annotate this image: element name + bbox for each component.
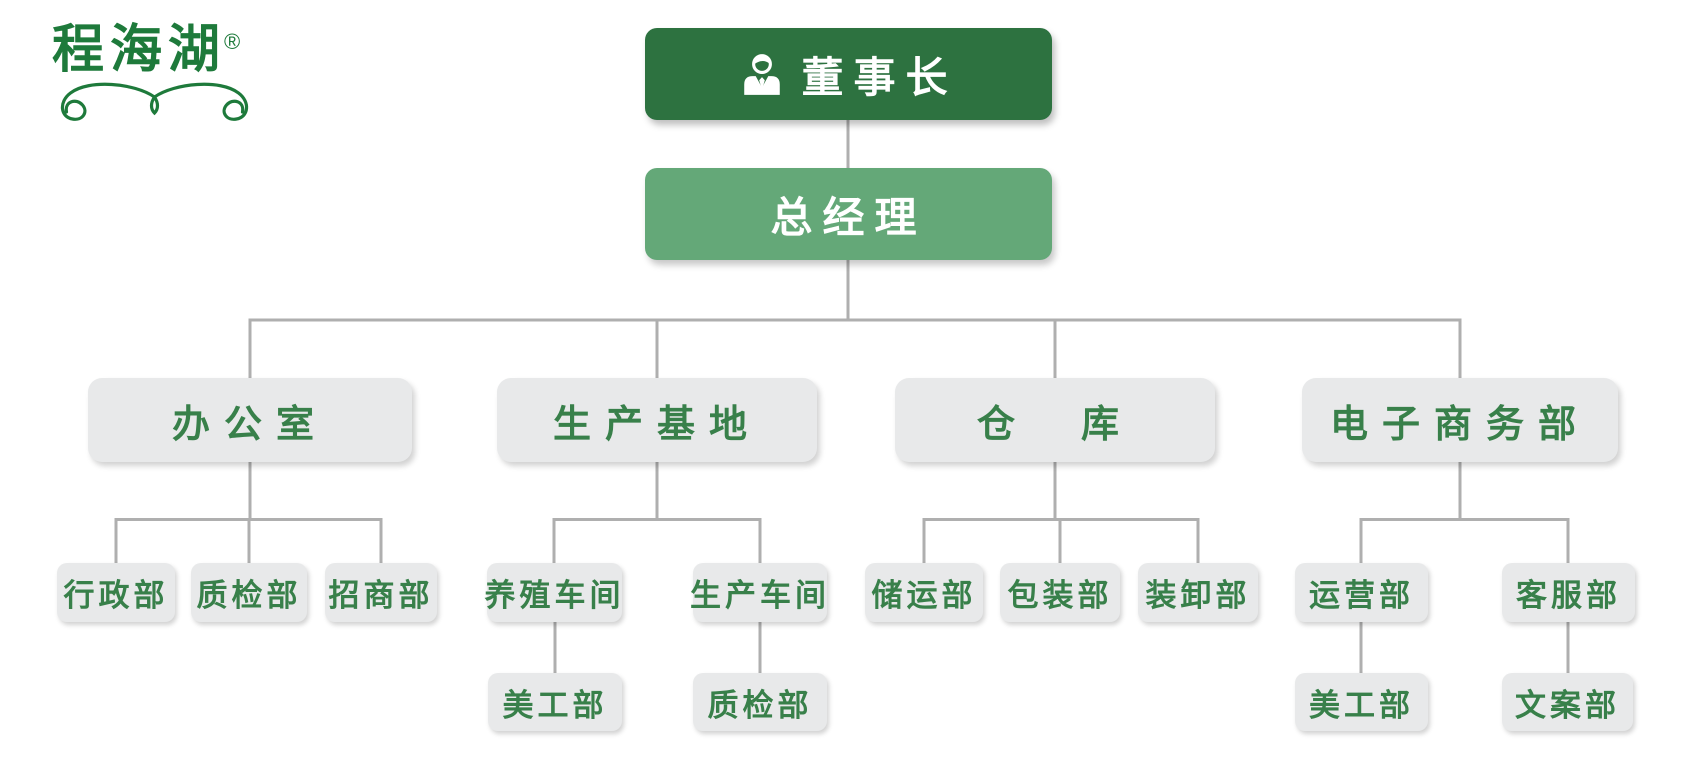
node-production-base: 生产基地 bbox=[497, 378, 817, 462]
node-chairman: 董事长 bbox=[645, 28, 1052, 120]
node-label: 包装部 bbox=[1007, 578, 1113, 613]
registered-trademark-icon: ® bbox=[224, 28, 241, 54]
logo-flourish-icon bbox=[60, 82, 249, 122]
node-art-dept-operations: 美工部 bbox=[1295, 673, 1428, 731]
node-office: 办公室 bbox=[88, 378, 412, 462]
node-label: 行政部 bbox=[63, 578, 169, 613]
node-label: 美工部 bbox=[1309, 687, 1414, 723]
node-quality-dept-office: 质检部 bbox=[191, 563, 307, 622]
node-copywriting-dept: 文案部 bbox=[1502, 673, 1633, 731]
node-investment-dept: 招商部 bbox=[325, 563, 437, 622]
node-label: 生产车间 bbox=[690, 578, 830, 613]
node-admin-dept: 行政部 bbox=[57, 563, 175, 622]
node-art-dept-breeding: 美工部 bbox=[488, 673, 622, 731]
node-label: 电子商务部 bbox=[1329, 403, 1590, 446]
node-label: 质检部 bbox=[196, 578, 302, 613]
node-operations-dept: 运营部 bbox=[1295, 563, 1428, 622]
node-label: 生产基地 bbox=[552, 403, 761, 446]
node-loading-dept: 装卸部 bbox=[1138, 563, 1258, 622]
node-label: 储运部 bbox=[871, 578, 977, 613]
node-quality-dept-production: 质检部 bbox=[693, 673, 827, 731]
node-label: 招商部 bbox=[328, 578, 434, 613]
node-label: 客服部 bbox=[1516, 578, 1621, 613]
brand-logo: 程海湖® bbox=[52, 21, 267, 131]
node-customer-service-dept: 客服部 bbox=[1502, 563, 1635, 622]
node-label: 养殖车间 bbox=[484, 578, 625, 613]
node-breeding-workshop: 养殖车间 bbox=[484, 563, 625, 622]
node-ecommerce-dept: 电子商务部 bbox=[1302, 378, 1618, 462]
node-label: 质检部 bbox=[707, 687, 813, 723]
node-label: 仓 库 bbox=[976, 403, 1133, 446]
node-label: 文案部 bbox=[1515, 687, 1620, 723]
node-warehouse: 仓 库 bbox=[895, 378, 1215, 462]
node-label: 装卸部 bbox=[1145, 578, 1251, 613]
node-production-workshop: 生产车间 bbox=[690, 563, 830, 622]
node-storage-transport-dept: 储运部 bbox=[865, 563, 983, 622]
node-label: 运营部 bbox=[1309, 578, 1414, 613]
brand-name: 程海湖® bbox=[52, 21, 241, 79]
node-label: 总经理 bbox=[770, 193, 927, 241]
node-label: 美工部 bbox=[502, 687, 608, 723]
node-label: 办公室 bbox=[171, 403, 328, 446]
node-packaging-dept: 包装部 bbox=[1000, 563, 1120, 622]
person-icon bbox=[744, 54, 781, 95]
node-label: 董事长 bbox=[801, 53, 958, 101]
node-general-manager: 总经理 bbox=[645, 168, 1052, 260]
